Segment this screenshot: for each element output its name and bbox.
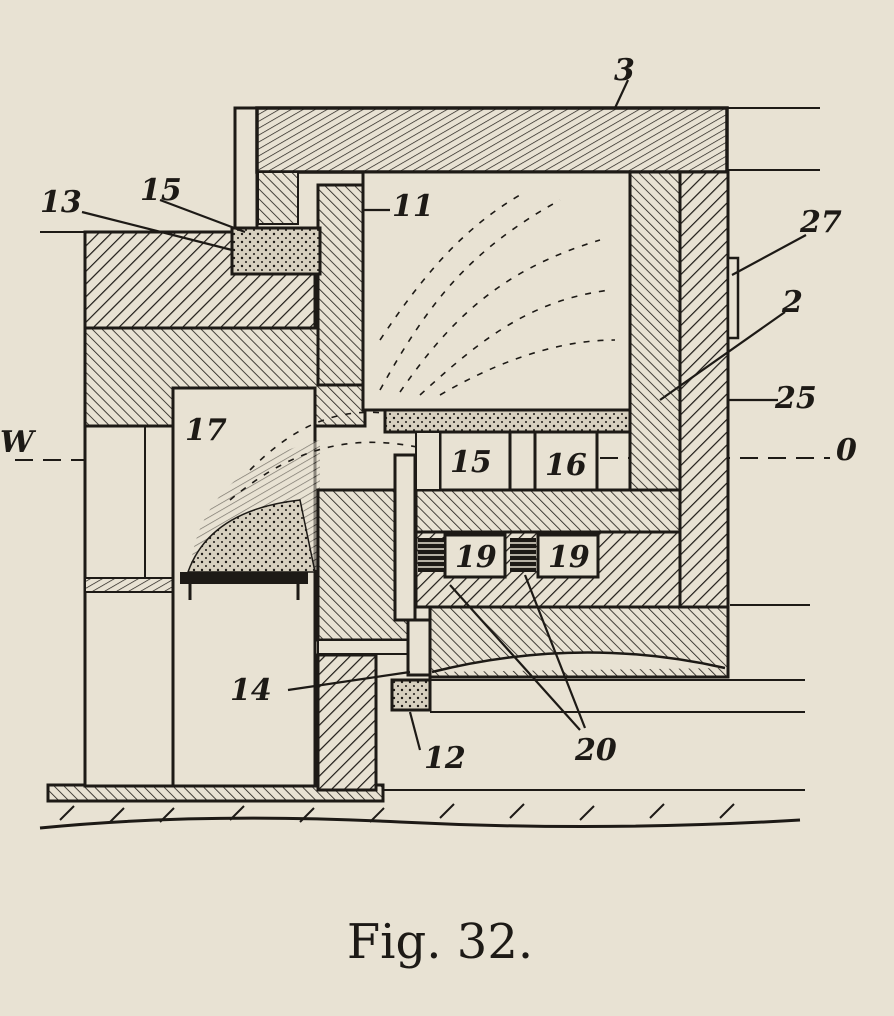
label-12: 12 xyxy=(424,741,466,776)
baking-chamber xyxy=(229,170,632,501)
vertical-duct xyxy=(390,453,432,712)
label-15-flue: 15 xyxy=(450,445,492,480)
flue-channels xyxy=(415,430,600,579)
label-27: 27 xyxy=(799,205,842,240)
ground xyxy=(39,783,801,830)
label-0: 0 xyxy=(836,433,857,468)
label-2: 2 xyxy=(781,285,803,320)
part-labels: 3 13 15 11 27 2 25 0 W 17 15 16 19 19 14… xyxy=(0,53,857,776)
label-19-left: 19 xyxy=(455,540,497,575)
firebox-chamber xyxy=(171,386,320,788)
label-20: 20 xyxy=(574,733,617,768)
leader-lines xyxy=(81,79,807,751)
label-11: 11 xyxy=(392,189,434,224)
label-14: 14 xyxy=(230,673,272,708)
label-16: 16 xyxy=(545,448,587,483)
figure-caption: Fig. 32. xyxy=(347,914,533,970)
label-19-right: 19 xyxy=(548,540,590,575)
reference-lines xyxy=(15,107,830,791)
label-17: 17 xyxy=(185,413,227,448)
label-3: 3 xyxy=(614,53,635,88)
label-15-top: 15 xyxy=(140,173,182,208)
label-13: 13 xyxy=(40,185,82,220)
top-block xyxy=(230,106,729,276)
label-w: W xyxy=(0,425,37,460)
label-25: 25 xyxy=(774,381,817,416)
